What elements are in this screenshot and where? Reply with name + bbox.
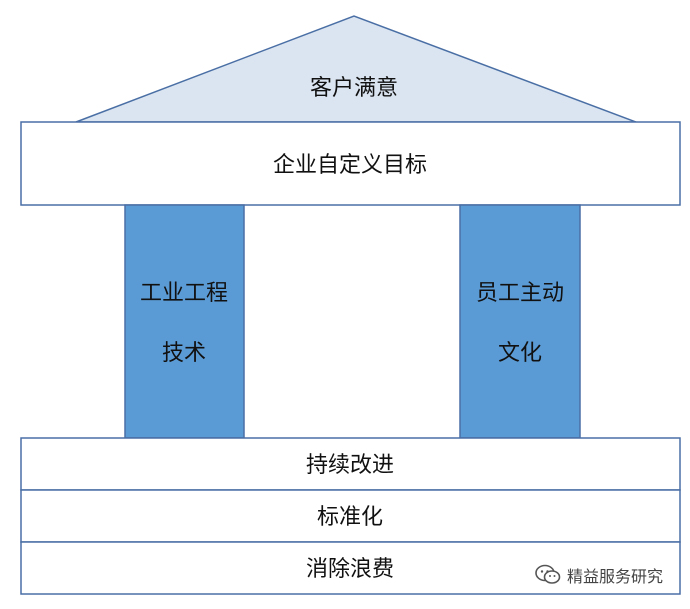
pillar-right-line-2: 文化: [498, 341, 542, 366]
foundation-layer-2: [20, 489, 681, 543]
beam-box: [20, 121, 681, 206]
foundation-layer-1: [20, 437, 681, 491]
foundation-layer-3: [20, 541, 681, 595]
foundation-label-2: 标准化: [317, 505, 383, 530]
foundation-label-3: 消除浪费: [306, 557, 394, 582]
watermark-text: 精益服务研究: [567, 567, 664, 586]
pillar-right-line-1: 员工主动: [476, 281, 564, 306]
pillar-left-line-1: 工业工程: [140, 281, 228, 306]
wechat-icon: [535, 564, 561, 586]
pillar-left: [124, 204, 245, 439]
pillar-right: [459, 204, 581, 439]
pillar-left-line-2: 技术: [162, 341, 206, 366]
watermark: 精益服务研究: [535, 560, 663, 590]
beam-label: 企业自定义目标: [273, 153, 427, 178]
roof-triangle: [75, 15, 637, 123]
foundation-label-1: 持续改进: [306, 453, 394, 478]
roof-label: 客户满意: [310, 76, 398, 101]
